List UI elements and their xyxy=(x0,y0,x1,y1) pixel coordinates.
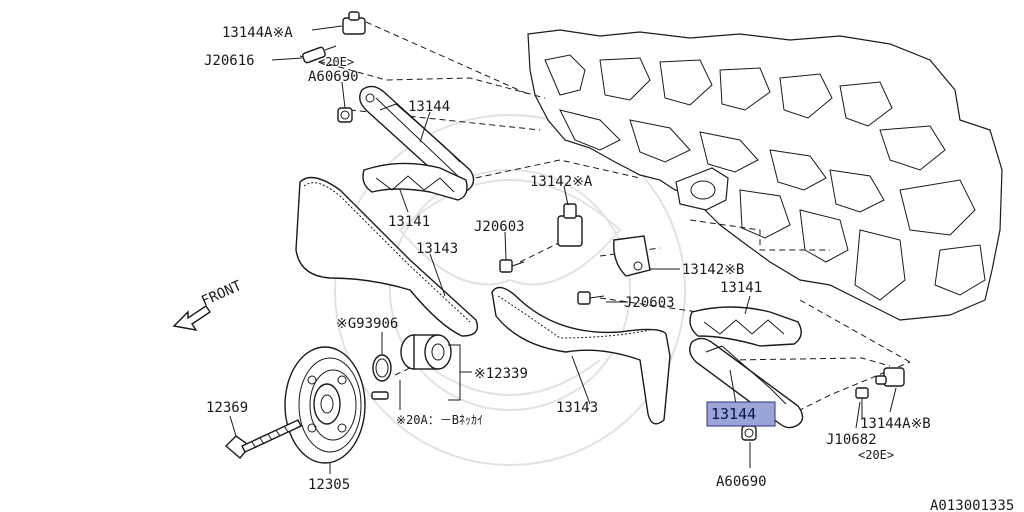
crankshaft-pulley-12305[interactable] xyxy=(284,346,366,464)
label-20E-bottom: <20E> xyxy=(858,448,894,462)
label-13144A-B[interactable]: 13144A※B xyxy=(860,416,931,432)
tensioner-plunger-top[interactable] xyxy=(342,11,366,35)
chain-guide-bracket-b[interactable] xyxy=(613,235,651,277)
crank-bolt-12369[interactable] xyxy=(224,419,302,459)
label-G93906[interactable]: ※G93906 xyxy=(336,316,398,332)
chain-guide-left[interactable] xyxy=(362,162,468,201)
label-13144-top[interactable]: 13144 xyxy=(408,99,450,115)
bolt-j10682[interactable] xyxy=(855,387,869,420)
timing-chain-right[interactable] xyxy=(491,286,671,425)
diagram-id: A013001335 xyxy=(930,498,1014,512)
label-J20616[interactable]: J20616 xyxy=(204,53,255,69)
label-13141-right[interactable]: 13141 xyxy=(720,280,762,296)
label-13142-B[interactable]: 13142※B xyxy=(682,262,744,278)
label-20E-top: <20E> xyxy=(318,55,354,69)
leader-lines xyxy=(229,25,897,474)
bolt-a60690-top[interactable] xyxy=(337,107,353,123)
tensioner-plunger-bottom[interactable] xyxy=(875,367,905,387)
label-12369[interactable]: 12369 xyxy=(206,400,248,416)
bolt-a60690-bottom[interactable] xyxy=(741,425,757,441)
timing-chain-left[interactable] xyxy=(295,176,479,337)
label-13144-selected[interactable]: 13144 xyxy=(711,405,756,423)
front-arrow-icon xyxy=(172,305,211,331)
chain-guide-right[interactable] xyxy=(689,306,802,347)
bolt-j20603-b[interactable] xyxy=(577,291,605,305)
label-13142-A[interactable]: 13142※A xyxy=(530,174,593,190)
label-front: FRONT xyxy=(199,278,245,310)
label-J10682[interactable]: J10682 xyxy=(826,432,877,448)
o-ring-g93906[interactable] xyxy=(372,354,392,382)
idler-pulley-12339[interactable] xyxy=(400,334,452,370)
label-13143-right[interactable]: 13143 xyxy=(556,400,598,416)
label-13143-left[interactable]: 13143 xyxy=(416,241,458,257)
label-A60690-top[interactable]: A60690 xyxy=(308,69,359,85)
label-12339[interactable]: ※12339 xyxy=(474,366,528,382)
bolt-j20616[interactable] xyxy=(302,45,337,64)
chain-tensioner-lever-top[interactable] xyxy=(359,85,475,193)
label-A60690-bottom[interactable]: A60690 xyxy=(716,474,767,490)
engine-block xyxy=(527,29,1003,321)
selected-part-highlight xyxy=(706,401,776,427)
label-20A-note: ※20A：－Bﾈｯｶｲ xyxy=(396,413,483,427)
label-13141-left[interactable]: 13141 xyxy=(388,214,430,230)
label-J20603-b[interactable]: J20603 xyxy=(624,295,675,311)
label-13144A-A[interactable]: 13144A※A xyxy=(222,25,293,41)
pin[interactable] xyxy=(371,391,389,400)
part-labels: 13144A※A J20616 <20E> A60690 13144 13142… xyxy=(199,25,1014,512)
label-12305[interactable]: 12305 xyxy=(308,477,350,493)
label-J20603-a[interactable]: J20603 xyxy=(474,219,525,235)
watermark-emblem xyxy=(334,114,686,466)
chain-guide-bracket-a[interactable] xyxy=(557,203,583,247)
